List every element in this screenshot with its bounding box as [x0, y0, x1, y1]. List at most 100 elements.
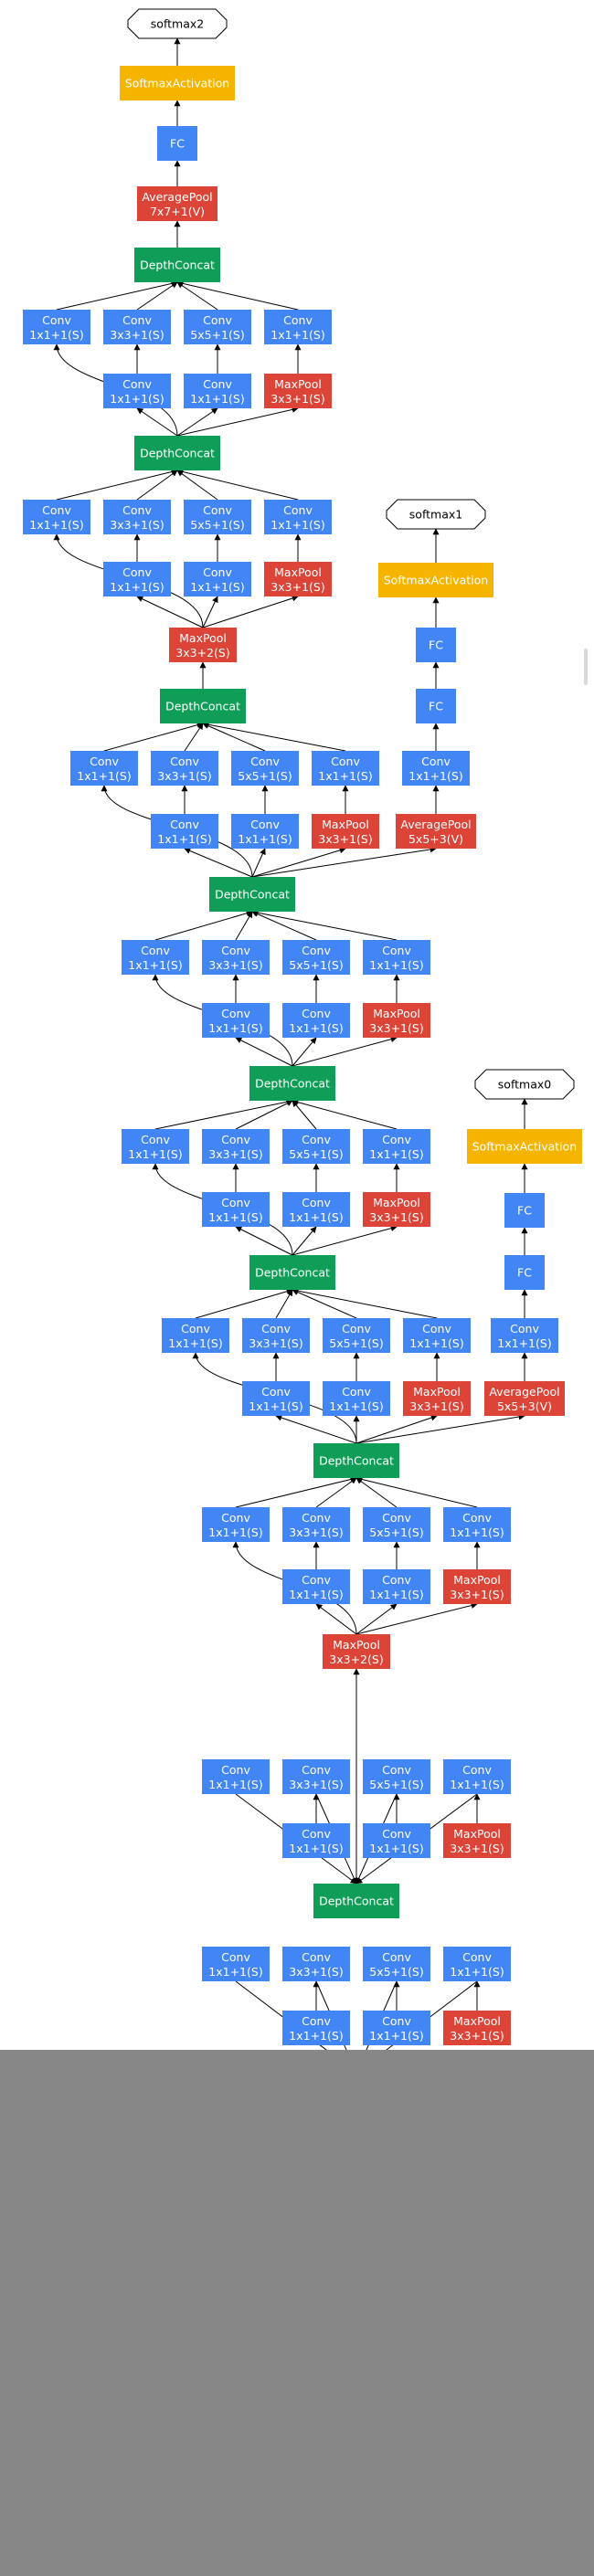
svg-text:1x1+1(S): 1x1+1(S) [289, 1842, 343, 1855]
svg-text:5x5+1(S): 5x5+1(S) [329, 1336, 383, 1350]
svg-text:MaxPool: MaxPool [373, 1007, 420, 1020]
svg-text:Conv: Conv [302, 2014, 331, 2028]
svg-text:Conv: Conv [221, 944, 250, 957]
svg-text:MaxPool: MaxPool [453, 1827, 501, 1841]
svg-text:MaxPool: MaxPool [333, 1638, 380, 1652]
svg-text:3x3+1(S): 3x3+1(S) [450, 1842, 504, 1855]
svg-text:Conv: Conv [302, 1133, 331, 1146]
svg-text:FC: FC [517, 1204, 532, 1218]
svg-text:7x7+1(V): 7x7+1(V) [150, 205, 205, 218]
svg-text:1x1+1(S): 1x1+1(S) [190, 580, 244, 594]
svg-text:DepthConcat: DepthConcat [140, 259, 215, 272]
softmax-activation-node: SoftmaxActivation [120, 66, 235, 100]
svg-text:5x5+1(S): 5x5+1(S) [190, 328, 244, 342]
svg-text:1x1+1(S): 1x1+1(S) [238, 832, 292, 846]
svg-text:3x3+1(S): 3x3+1(S) [157, 769, 211, 783]
svg-text:1x1+1(S): 1x1+1(S) [289, 1588, 343, 1601]
svg-text:1x1+1(S): 1x1+1(S) [289, 1210, 343, 1224]
svg-text:Conv: Conv [181, 1322, 210, 1336]
svg-text:softmax0: softmax0 [498, 1078, 551, 1092]
svg-text:Conv: Conv [141, 944, 170, 957]
svg-text:MaxPool: MaxPool [274, 565, 322, 579]
svg-text:Conv: Conv [250, 755, 280, 768]
svg-text:1x1+1(S): 1x1+1(S) [497, 1336, 551, 1350]
svg-text:Conv: Conv [302, 1827, 331, 1841]
svg-text:3x3+1(S): 3x3+1(S) [409, 1399, 463, 1413]
svg-text:1x1+1(S): 1x1+1(S) [128, 1147, 182, 1161]
svg-text:DepthConcat: DepthConcat [165, 700, 240, 713]
svg-text:MaxPool: MaxPool [322, 818, 369, 831]
softmax-activation-node: SoftmaxActivation [378, 563, 493, 597]
svg-text:FC: FC [517, 1266, 532, 1280]
svg-text:SoftmaxActivation: SoftmaxActivation [125, 77, 229, 90]
svg-text:Conv: Conv [302, 1007, 331, 1020]
svg-text:Conv: Conv [331, 755, 360, 768]
svg-text:Conv: Conv [382, 944, 411, 957]
svg-text:1x1+1(S): 1x1+1(S) [408, 769, 462, 783]
svg-text:5x5+1(S): 5x5+1(S) [289, 1147, 343, 1161]
svg-text:Conv: Conv [170, 818, 199, 831]
svg-text:AveragePool: AveragePool [400, 818, 471, 831]
svg-text:1x1+1(S): 1x1+1(S) [369, 1842, 423, 1855]
svg-text:Conv: Conv [302, 1950, 331, 1964]
svg-text:Conv: Conv [302, 1763, 331, 1777]
scrollbar-thumb[interactable] [584, 649, 588, 685]
depthconcat-node: DepthConcat [160, 689, 246, 723]
depthconcat-node: DepthConcat [249, 1255, 335, 1290]
svg-text:5x5+1(S): 5x5+1(S) [369, 1965, 423, 1979]
svg-text:Conv: Conv [221, 1196, 250, 1209]
svg-text:Conv: Conv [422, 1322, 451, 1336]
svg-text:MaxPool: MaxPool [453, 1573, 501, 1587]
depthconcat-node: DepthConcat [134, 436, 220, 470]
svg-text:Conv: Conv [342, 1322, 371, 1336]
svg-text:1x1+1(S): 1x1+1(S) [329, 1399, 383, 1413]
svg-text:3x3+2(S): 3x3+2(S) [175, 646, 229, 660]
svg-text:Conv: Conv [42, 503, 71, 517]
svg-text:softmax2: softmax2 [151, 17, 204, 31]
svg-text:DepthConcat: DepthConcat [319, 1895, 394, 1908]
svg-text:Conv: Conv [221, 1133, 250, 1146]
svg-text:1x1+1(S): 1x1+1(S) [208, 1526, 262, 1539]
svg-text:Conv: Conv [141, 1133, 170, 1146]
svg-text:3x3+1(S): 3x3+1(S) [369, 1210, 423, 1224]
svg-text:1x1+1(S): 1x1+1(S) [29, 518, 83, 532]
svg-text:5x5+1(S): 5x5+1(S) [289, 958, 343, 972]
svg-text:MaxPool: MaxPool [453, 2014, 501, 2028]
svg-text:Conv: Conv [122, 565, 152, 579]
